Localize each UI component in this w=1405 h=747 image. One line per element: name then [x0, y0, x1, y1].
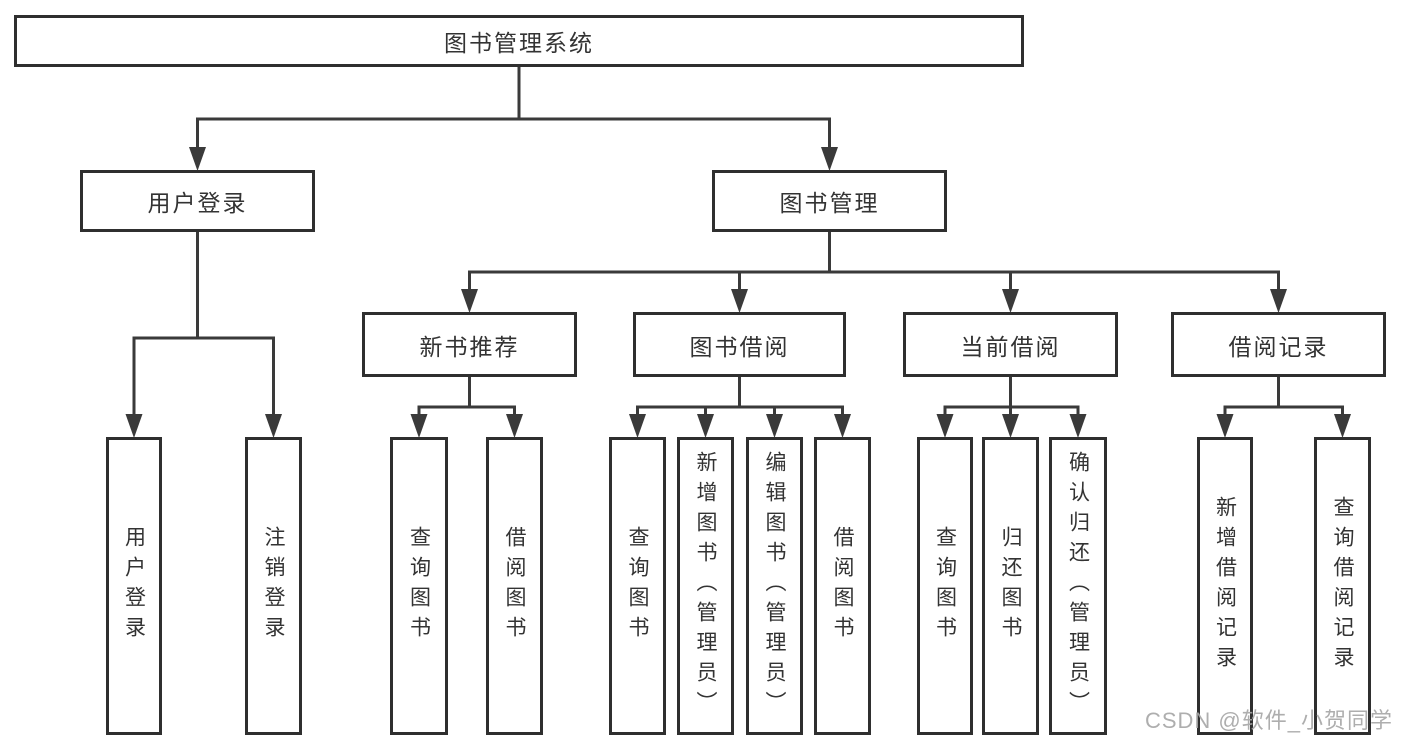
node-leaf-user-login: 用户登录 — [106, 437, 162, 735]
node-label: 新增图书（管理员） — [694, 451, 717, 721]
node-leaf-rec-borrow: 借阅图书 — [486, 437, 543, 735]
node-label: 新书推荐 — [419, 333, 520, 360]
node-leaf-borrow-add: 新增图书（管理员） — [677, 437, 734, 735]
node-leaf-rec-query: 查询图书 — [390, 437, 448, 735]
node-leaf-records-add: 新增借阅记录 — [1197, 437, 1253, 735]
node-leaf-borrow-borrow: 借阅图书 — [814, 437, 871, 735]
node-login: 用户登录 — [80, 170, 315, 232]
node-label: 查询图书 — [407, 526, 431, 646]
node-root: 图书管理系统 — [14, 15, 1024, 67]
node-label: 用户登录 — [147, 190, 248, 216]
node-label: 图书管理 — [779, 190, 880, 216]
node-borrow: 图书借阅 — [633, 312, 846, 377]
node-label: 查询图书 — [626, 526, 649, 646]
node-leaf-current-query: 查询图书 — [917, 437, 973, 735]
node-leaf-borrow-edit: 编辑图书（管理员） — [746, 437, 803, 735]
node-label: 借阅记录 — [1228, 333, 1329, 360]
node-label: 编辑图书（管理员） — [763, 451, 786, 721]
node-leaf-logout: 注销登录 — [245, 437, 302, 735]
watermark: CSDN @软件_小贺同学 — [1144, 708, 1393, 733]
node-leaf-current-confirm: 确认归还（管理员） — [1049, 437, 1107, 735]
node-leaf-borrow-query: 查询图书 — [609, 437, 666, 735]
node-current: 当前借阅 — [903, 312, 1118, 377]
node-label: 查询图书 — [933, 526, 957, 646]
node-label: 新增借阅记录 — [1213, 496, 1237, 676]
node-label: 用户登录 — [122, 526, 146, 646]
node-label: 归还图书 — [999, 526, 1022, 646]
node-label: 图书借阅 — [689, 333, 790, 360]
node-label: 图书管理系统 — [444, 30, 594, 56]
node-leaf-current-return: 归还图书 — [982, 437, 1039, 735]
node-label: 借阅图书 — [503, 526, 526, 646]
node-leaf-records-query: 查询借阅记录 — [1314, 437, 1371, 735]
node-label: 确认归还（管理员） — [1066, 451, 1090, 721]
node-label: 当前借阅 — [960, 333, 1061, 360]
node-records: 借阅记录 — [1171, 312, 1386, 377]
node-label: 借阅图书 — [831, 526, 854, 646]
node-label: 查询借阅记录 — [1331, 496, 1354, 676]
node-mgmt: 图书管理 — [712, 170, 947, 232]
node-label: 注销登录 — [262, 526, 285, 646]
node-rec: 新书推荐 — [362, 312, 577, 377]
